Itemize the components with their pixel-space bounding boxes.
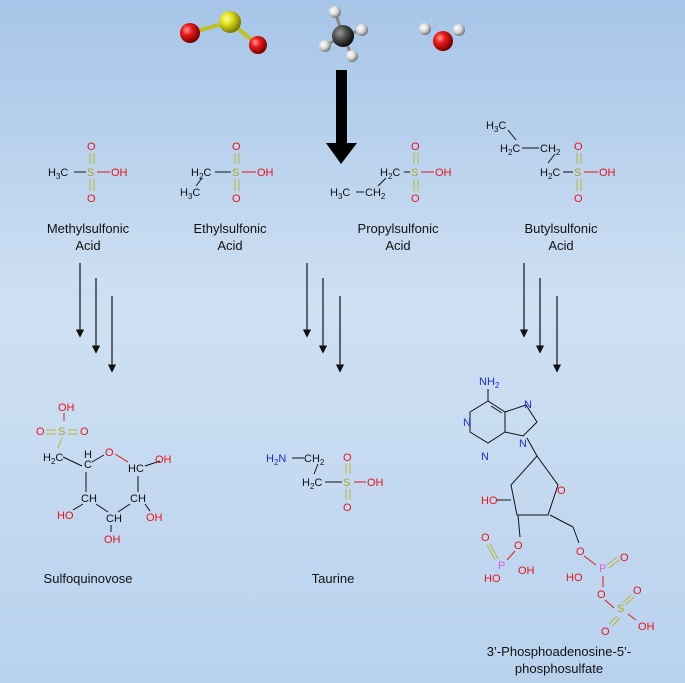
svg-text:O: O — [36, 426, 45, 438]
svg-text:N: N — [519, 438, 527, 450]
svg-text:O: O — [574, 141, 583, 153]
svg-text:O: O — [481, 532, 490, 544]
svg-text:CH: CH — [130, 493, 146, 505]
taurine-structure: H2N CH2 H2C S O O OH — [266, 452, 384, 514]
arrow-group-sulfoquinovose — [75, 263, 117, 373]
svg-text:S: S — [411, 167, 418, 179]
water-ball-model — [419, 23, 465, 51]
svg-text:H3C: H3C — [180, 187, 200, 201]
svg-text:CH2: CH2 — [365, 187, 386, 201]
methylsulfonic-acid-structure: H3C S O O OH — [48, 141, 128, 205]
arrow-group-taurine — [302, 263, 345, 373]
svg-text:CH: CH — [106, 513, 122, 525]
ethylsulfonic-label-1: Ethylsulfonic — [194, 221, 267, 236]
svg-text:OH: OH — [518, 565, 535, 577]
svg-text:OH: OH — [599, 167, 616, 179]
svg-text:CH2: CH2 — [540, 143, 561, 157]
propylsulfonic-label-1: Propylsulfonic — [358, 221, 439, 236]
svg-text:O: O — [87, 193, 96, 205]
svg-text:HO: HO — [484, 573, 501, 585]
taurine-label: Taurine — [312, 571, 355, 586]
methylsulfonic-label-2: Acid — [75, 238, 100, 253]
svg-text:N: N — [463, 417, 471, 429]
svg-text:P: P — [599, 563, 606, 575]
svg-text:H3C: H3C — [486, 120, 506, 134]
butylsulfonic-label-1: Butylsulfonic — [525, 221, 598, 236]
svg-text:O: O — [232, 141, 241, 153]
svg-text:H2C: H2C — [500, 143, 520, 157]
svg-text:CH: CH — [81, 493, 97, 505]
svg-text:OH: OH — [638, 621, 655, 633]
ethylsulfonic-acid-structure: H2C S O O OH H3C — [180, 141, 274, 205]
propylsulfonic-label-2: Acid — [385, 238, 410, 253]
svg-text:O: O — [232, 193, 241, 205]
arrow-group-paps — [519, 263, 562, 373]
main-reaction-arrow — [326, 70, 357, 164]
svg-text:O: O — [557, 485, 566, 497]
svg-text:HC: HC — [128, 463, 144, 475]
svg-text:O: O — [633, 585, 642, 597]
svg-text:OH: OH — [146, 512, 163, 524]
svg-text:NH2: NH2 — [479, 376, 500, 390]
svg-text:O: O — [514, 540, 523, 552]
svg-text:O: O — [105, 447, 114, 459]
svg-text:OH: OH — [155, 454, 172, 466]
paps-label-1: 3’-Phosphoadenosine-5’- — [487, 644, 632, 659]
svg-text:N: N — [524, 399, 532, 411]
svg-text:OH: OH — [111, 167, 128, 179]
svg-text:CH2: CH2 — [304, 453, 325, 467]
svg-text:O: O — [80, 426, 89, 438]
svg-text:O: O — [343, 502, 352, 514]
butylsulfonic-label-2: Acid — [548, 238, 573, 253]
svg-text:H2C: H2C — [540, 167, 560, 181]
svg-text:H3C: H3C — [48, 167, 68, 181]
paps-label-2: phosphosulfate — [515, 661, 603, 676]
svg-text:O: O — [411, 193, 420, 205]
butylsulfonic-acid-structure: H3C H2C CH2 H2C S O O OH — [486, 120, 616, 205]
methylsulfonic-label-1: Methylsulfonic — [47, 221, 130, 236]
svg-text:S: S — [58, 426, 65, 438]
svg-text:H2C: H2C — [380, 167, 400, 181]
svg-text:OH: OH — [257, 167, 274, 179]
svg-text:O: O — [574, 193, 583, 205]
svg-text:H3C: H3C — [330, 187, 350, 201]
svg-text:H: H — [84, 449, 92, 461]
paps-structure: NH2 N N N N O HO O P O HO OH O P O HO O — [463, 376, 655, 638]
svg-text:C: C — [84, 459, 92, 471]
svg-text:O: O — [411, 141, 420, 153]
svg-text:O: O — [601, 626, 610, 638]
svg-text:O: O — [576, 546, 585, 558]
svg-text:N: N — [481, 451, 489, 463]
svg-text:S: S — [343, 477, 350, 489]
svg-text:H2N: H2N — [266, 453, 286, 467]
svg-text:HO: HO — [481, 495, 498, 507]
so2-ball-model — [180, 11, 267, 54]
methane-ball-model — [319, 6, 368, 62]
sulfoquinovose-structure: OH O S O H2C C H O HC OH CH CH CH HO OH … — [36, 402, 172, 546]
svg-text:O: O — [620, 552, 629, 564]
svg-text:S: S — [617, 603, 624, 615]
svg-text:HO: HO — [566, 572, 583, 584]
svg-text:O: O — [87, 141, 96, 153]
svg-text:S: S — [87, 167, 94, 179]
svg-text:OH: OH — [104, 534, 121, 546]
ethylsulfonic-label-2: Acid — [217, 238, 242, 253]
svg-text:P: P — [498, 560, 505, 572]
propylsulfonic-acid-structure: H2C S O O OH H3C CH2 — [330, 141, 452, 205]
svg-text:OH: OH — [58, 402, 75, 414]
svg-text:S: S — [232, 167, 239, 179]
svg-text:H2C: H2C — [191, 167, 211, 181]
svg-text:O: O — [343, 452, 352, 464]
sulfoquinovose-label: Sulfoquinovose — [44, 571, 133, 586]
svg-text:H2C: H2C — [302, 477, 322, 491]
svg-text:HO: HO — [57, 510, 74, 522]
svg-text:OH: OH — [435, 167, 452, 179]
svg-text:H2C: H2C — [43, 452, 63, 466]
svg-text:OH: OH — [367, 477, 384, 489]
svg-text:S: S — [574, 167, 581, 179]
svg-text:O: O — [597, 589, 606, 601]
